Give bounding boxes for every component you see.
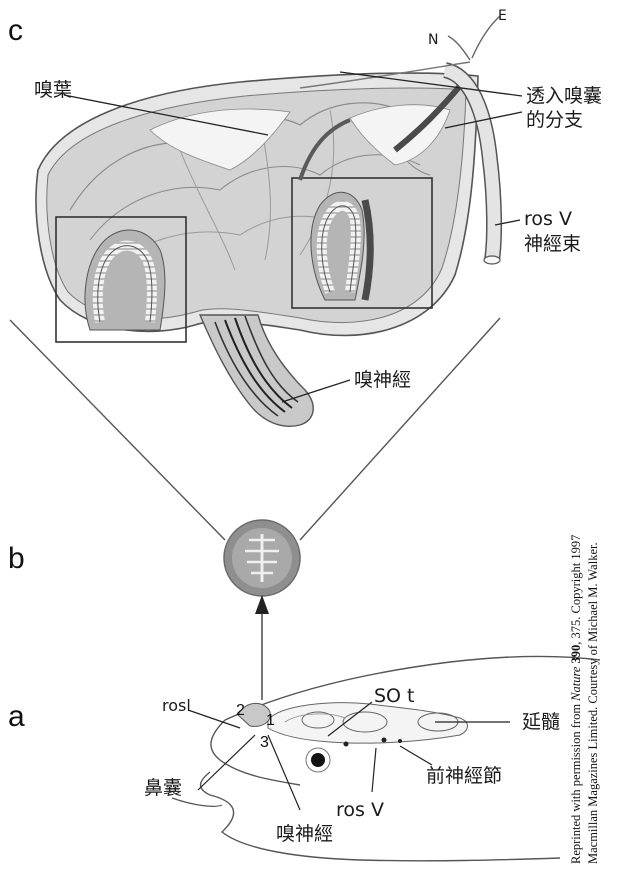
ros-v-bundle-label-line1: ros V bbox=[524, 207, 572, 231]
credit-line1-before: Reprinted with permission from bbox=[569, 701, 583, 864]
branch-into-sac-label-line2: 的分支 bbox=[526, 108, 583, 132]
ros-v-label-a: ros V bbox=[336, 798, 384, 822]
rosl-label: rosl bbox=[162, 694, 191, 718]
credit-journal: Nature bbox=[569, 667, 583, 701]
panel-letter-c: c bbox=[8, 14, 23, 48]
credit-line1-after: , 375. Copyright 1997 bbox=[569, 535, 583, 645]
panel-letter-b: b bbox=[8, 542, 25, 576]
credit-line-1: Reprinted with permission from Nature 39… bbox=[568, 564, 585, 864]
number-1: 1 bbox=[266, 712, 275, 730]
cross-section-circle bbox=[224, 520, 300, 596]
credit-text: Reprinted with permission from Nature 39… bbox=[568, 564, 602, 864]
nerve-n-label: N bbox=[428, 28, 438, 52]
so-t-label: SO t bbox=[374, 684, 415, 708]
nerve-e-label: E bbox=[498, 4, 507, 28]
olfactory-lamella-label: 嗅葉 bbox=[34, 78, 72, 102]
medulla-label: 延髓 bbox=[522, 710, 560, 734]
nasal-sac-label: 鼻囊 bbox=[144, 776, 182, 800]
arrow-head bbox=[255, 595, 269, 614]
credit-volume: 390 bbox=[569, 645, 583, 664]
ros-v-bundle-label-line2: 神經束 bbox=[524, 232, 581, 256]
cone-left-line bbox=[10, 320, 225, 540]
olfactory-sac-drawing bbox=[36, 16, 522, 426]
olfactory-nerve-label-a: 嗅神經 bbox=[276, 822, 333, 846]
number-2: 2 bbox=[236, 702, 245, 720]
credit-line-2: Macmillan Magazines Limited. Courtesy of… bbox=[585, 564, 602, 864]
number-3: 3 bbox=[260, 734, 269, 752]
cone-right-line bbox=[300, 318, 500, 540]
ganglion-label: 前神經節 bbox=[426, 764, 502, 788]
olfactory-nerve-label-c: 嗅神經 bbox=[354, 368, 411, 392]
panel-letter-a: a bbox=[8, 700, 25, 734]
branch-into-sac-label-line1: 透入嗅囊 bbox=[526, 84, 602, 108]
